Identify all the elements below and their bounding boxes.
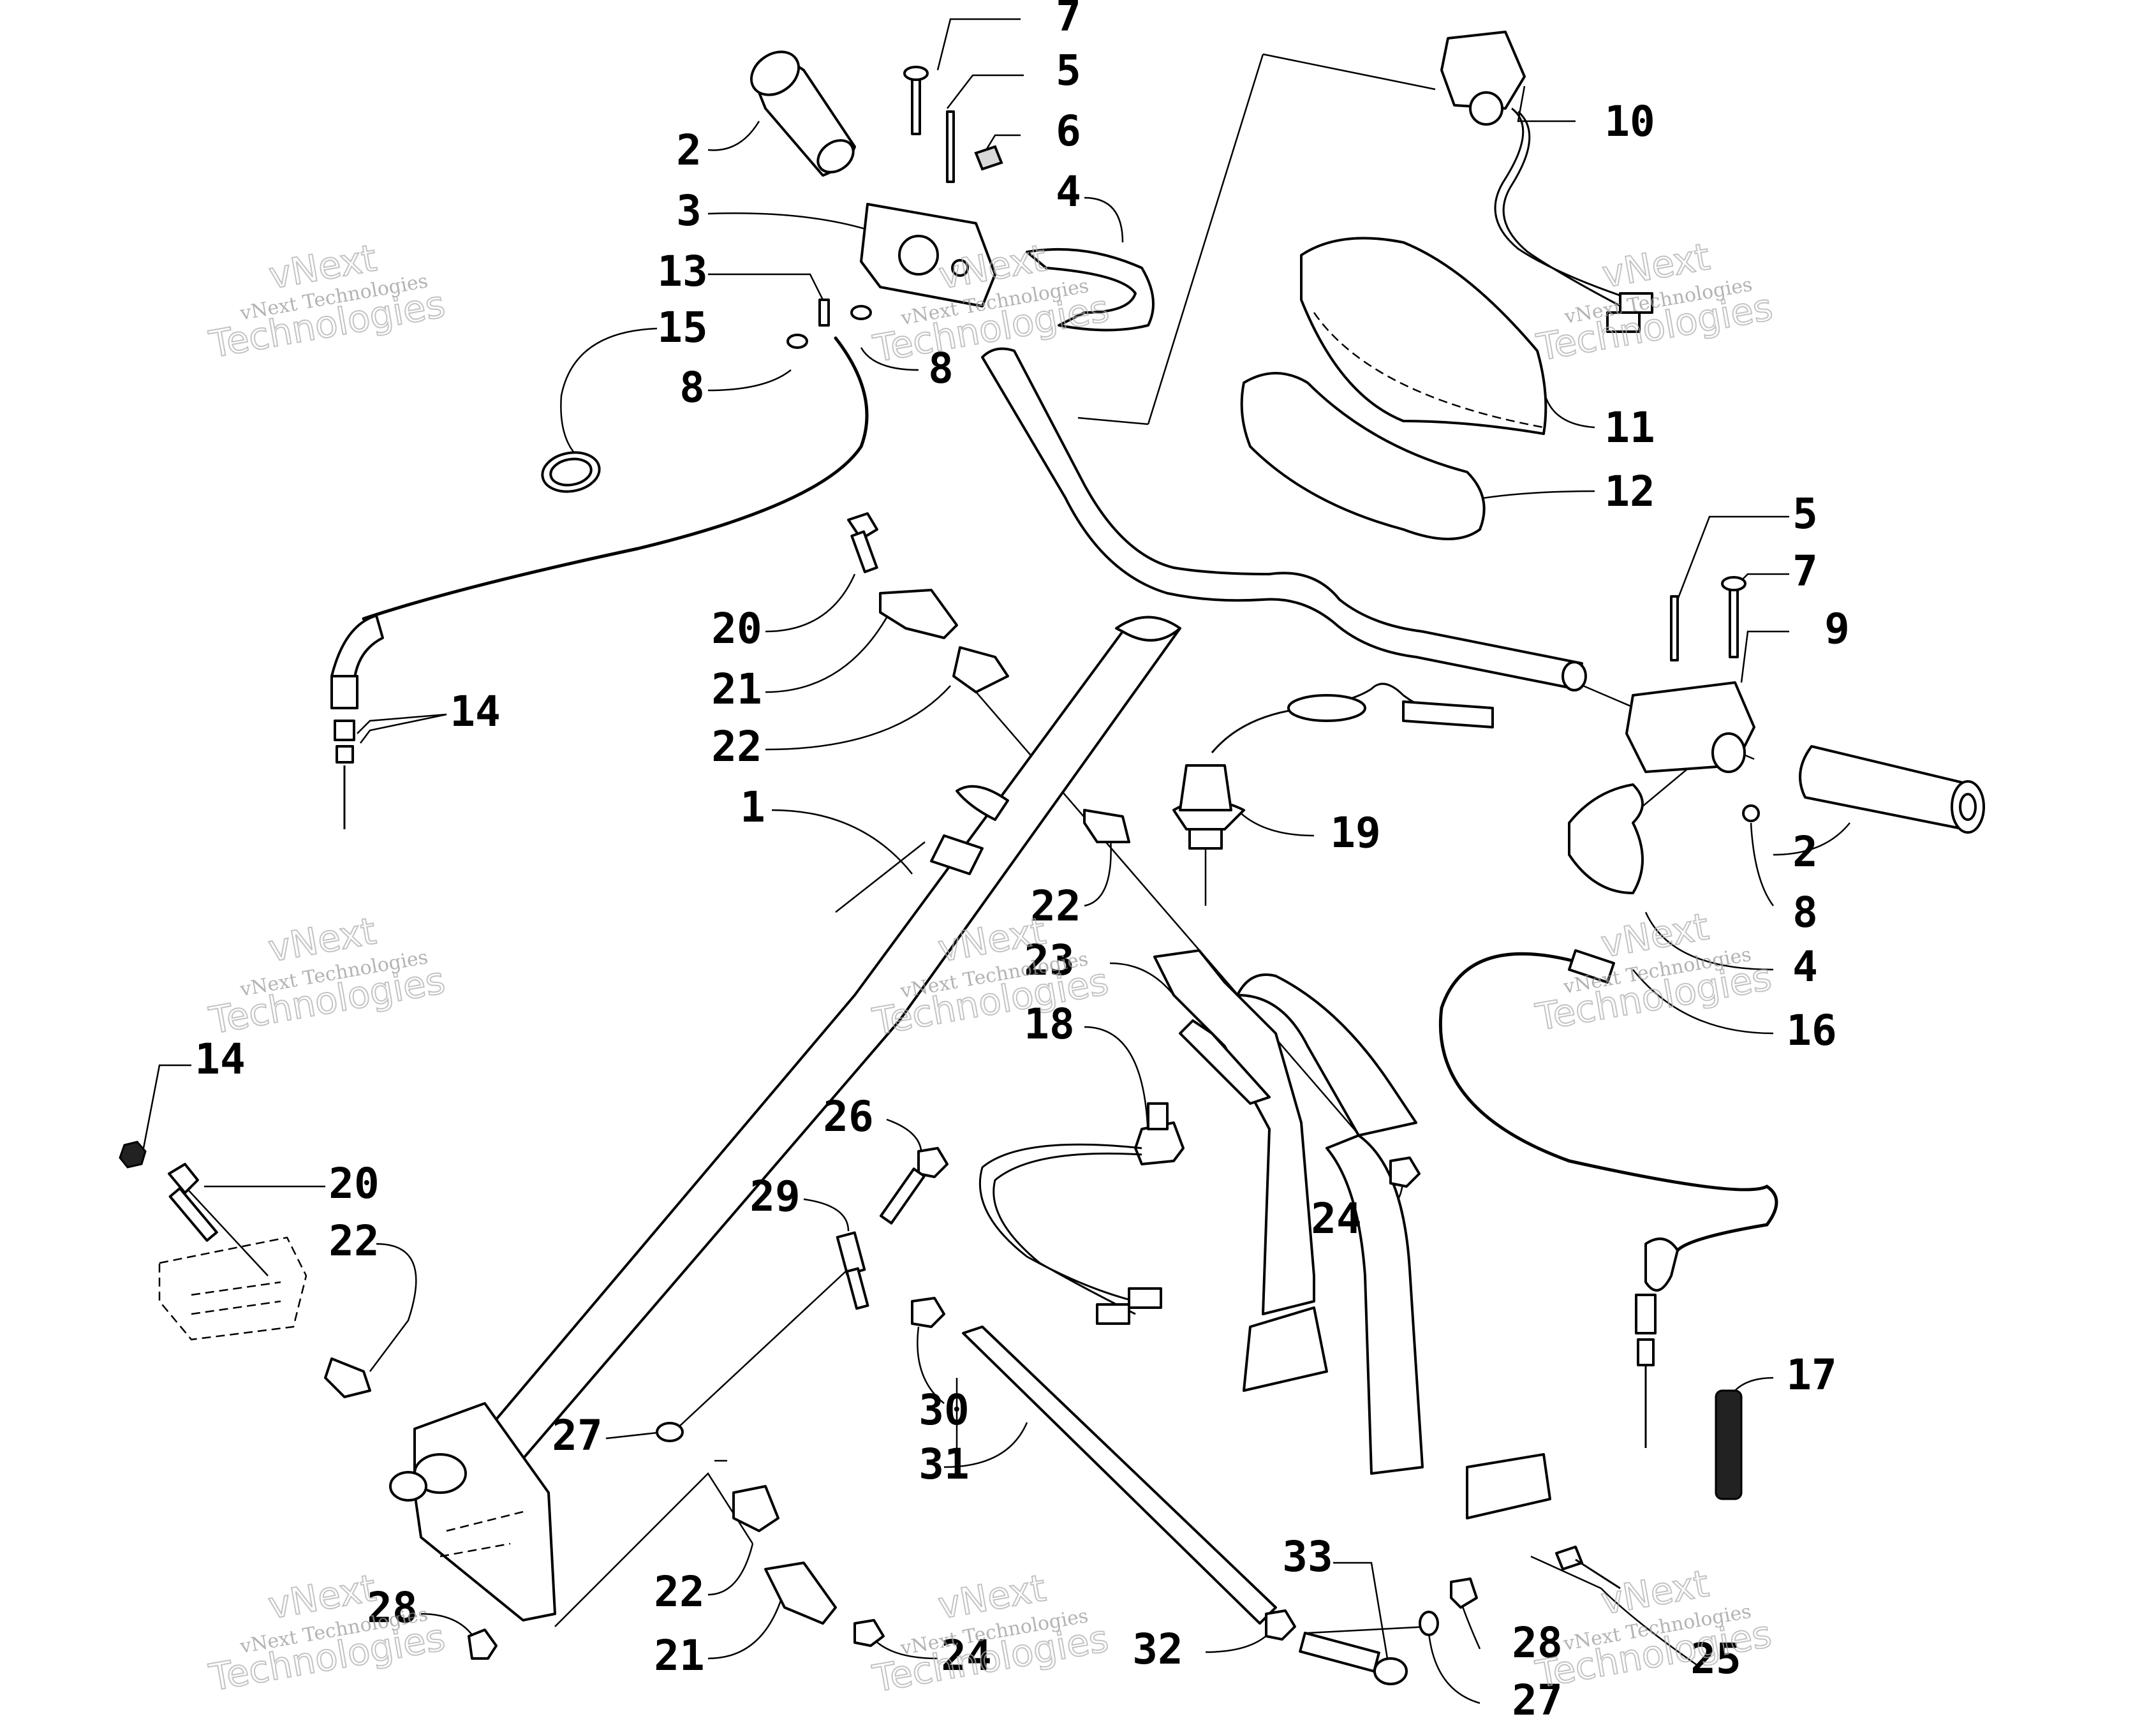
frame-bracket (1153, 949, 1551, 1519)
callout-21a: 21 (711, 665, 762, 714)
screw-left (903, 66, 929, 135)
callout-10: 10 (1604, 97, 1655, 146)
bolt-26 (879, 1147, 949, 1225)
star-nut (119, 1141, 147, 1169)
clamp (541, 451, 601, 493)
callout-25: 25 (1690, 1634, 1741, 1683)
rod (962, 1326, 1277, 1625)
callout-17: 17 (1786, 1350, 1836, 1400)
callout-19: 19 (1330, 808, 1380, 857)
callout-2a: 2 (676, 126, 702, 175)
hand-guard-left (1026, 247, 1155, 332)
callout-23: 23 (1024, 936, 1074, 985)
callout-16: 16 (1786, 1006, 1836, 1055)
hidden-bracket (158, 1236, 307, 1341)
callout-20a: 20 (711, 604, 762, 653)
callout-5b: 5 (1792, 489, 1818, 538)
callout-33: 33 (1282, 1532, 1333, 1581)
callout-3: 3 (676, 186, 702, 235)
nut-30 (911, 1297, 945, 1328)
callout-24b: 24 (941, 1631, 991, 1680)
callout-13: 13 (657, 247, 707, 296)
cable-end (818, 299, 830, 327)
callouts: 1 2 2 3 4 4 5 5 6 7 7 8 8 8 9 10 11 12 1… (195, 0, 1850, 1721)
hand-guard-right (1568, 783, 1644, 894)
clip-2 (1083, 809, 1130, 843)
callout-27b: 27 (1512, 1676, 1562, 1721)
clip-4 (732, 1485, 779, 1532)
control-housing-right (1625, 681, 1755, 773)
callout-22c: 22 (329, 1216, 379, 1266)
nut-bottom (853, 1619, 885, 1647)
callout-22b: 22 (1030, 882, 1081, 931)
washer-27a (656, 1422, 684, 1442)
callout-1: 1 (740, 783, 765, 832)
callout-12: 12 (1604, 467, 1655, 516)
tether-switch (1172, 683, 1494, 850)
callout-18: 18 (1024, 1000, 1074, 1049)
callout-21b: 21 (654, 1631, 704, 1680)
callout-24a: 24 (1311, 1194, 1361, 1243)
callout-22d: 22 (654, 1567, 704, 1616)
steering-post (389, 616, 1181, 1621)
grip-left (749, 50, 856, 177)
callout-20b: 20 (329, 1159, 379, 1208)
callout-29: 29 (749, 1172, 800, 1221)
bolt-top (847, 512, 878, 573)
clip-3 (324, 1357, 371, 1398)
throttle-cable (330, 336, 869, 829)
callout-28b: 28 (1512, 1618, 1562, 1667)
callout-32: 32 (1132, 1625, 1183, 1674)
rivet (1555, 1546, 1621, 1590)
bolt-lower (168, 1163, 218, 1242)
control-housing-left (860, 203, 996, 307)
leader-lines (142, 18, 1850, 1704)
callout-7a: 7 (1056, 0, 1081, 41)
callout-14a: 14 (450, 687, 500, 736)
callout-4b: 4 (1792, 942, 1818, 991)
pin-left (946, 110, 955, 183)
bracket-bottom (764, 1562, 837, 1625)
clip-1 (952, 646, 1009, 693)
nut-28b (1450, 1577, 1478, 1609)
callout-26: 26 (823, 1092, 873, 1141)
callout-4a: 4 (1056, 167, 1081, 216)
callout-8b: 8 (928, 344, 954, 393)
callout-6: 6 (1056, 107, 1081, 156)
plate (974, 145, 1003, 171)
callout-7b: 7 (1792, 547, 1818, 596)
handlebar (981, 347, 1587, 691)
callout-11: 11 (1604, 403, 1655, 452)
pin-right (1670, 595, 1679, 661)
callout-8c: 8 (1792, 888, 1818, 937)
callout-22a: 22 (711, 722, 762, 771)
washer-27b (1419, 1611, 1439, 1636)
callout-14b: 14 (195, 1035, 245, 1084)
bolt-29 (836, 1231, 869, 1310)
screw-right (1721, 576, 1746, 658)
nut-mid (1389, 1156, 1421, 1188)
callout-8a: 8 (679, 363, 705, 412)
washers (786, 305, 1760, 822)
callout-9: 9 (1824, 604, 1850, 653)
callout-5a: 5 (1056, 46, 1081, 95)
nut-28a (468, 1629, 498, 1660)
callout-2b: 2 (1792, 827, 1818, 876)
switch-assembly (1440, 31, 1653, 333)
nut-32 (1265, 1609, 1296, 1641)
callout-15: 15 (657, 303, 707, 352)
bracket-top (879, 589, 958, 639)
callout-28a: 28 (367, 1583, 417, 1632)
callout-27a: 27 (552, 1411, 602, 1460)
sensor-wiring (978, 1102, 1185, 1325)
spring (1715, 1389, 1743, 1500)
grip-right (1799, 745, 1985, 834)
pad-foam (1240, 372, 1486, 540)
handlebar-pad (1300, 237, 1547, 435)
callout-31: 31 (919, 1440, 969, 1489)
tie-rod-end (1299, 1631, 1408, 1685)
callout-30: 30 (919, 1385, 969, 1435)
brake-cable (1438, 949, 1778, 1448)
